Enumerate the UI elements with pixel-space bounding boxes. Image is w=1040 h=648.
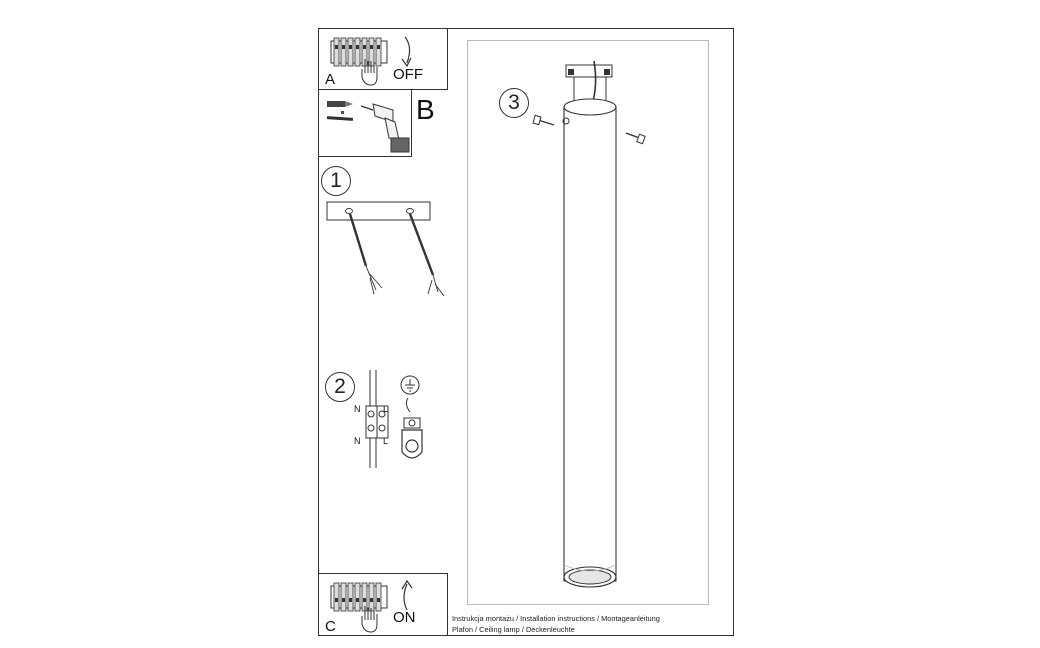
panel-a-action: OFF: [393, 66, 423, 83]
wire-label-neutral-bottom: N: [354, 436, 361, 446]
wire-label-neutral-top: N: [354, 404, 361, 414]
wall-plug-icon: [326, 101, 354, 121]
mounting-bracket: [326, 201, 445, 297]
hand-icon: [361, 59, 378, 86]
breaker-panel-icon: [330, 582, 388, 612]
drill-icon: [360, 103, 410, 153]
hand-icon: [361, 606, 378, 633]
panel-c-action: ON: [393, 609, 416, 626]
curved-arrow-up-icon: [401, 579, 413, 611]
ground-terminal-diagram: [400, 375, 423, 459]
wire-label-live-top: L: [383, 404, 389, 414]
terminal-block-diagram: [365, 370, 389, 468]
instruction-sheet: [318, 28, 734, 636]
panel-a-letter: A: [325, 71, 336, 88]
panel-c-power-on: C ON: [318, 573, 448, 636]
step-1-marker: 1: [321, 166, 351, 196]
step-2-marker: 2: [325, 372, 355, 402]
wire-label-live-bottom: L: [383, 436, 389, 446]
ground-symbol-icon: [405, 379, 415, 392]
footer-subtitle-line: Plafon / Ceiling lamp / Deckenleuchte: [452, 625, 575, 634]
footer-title-line: Instrukcja montażu / Installation instru…: [452, 614, 660, 623]
panel-c-letter: C: [325, 618, 336, 635]
panel-b-drilling: B: [318, 89, 435, 157]
curved-arrow-down-icon: [401, 36, 412, 68]
ceiling-lamp-drawing: [532, 60, 646, 588]
panel-b-letter: B: [416, 94, 435, 125]
panel-a-power-off: A OFF: [318, 28, 448, 90]
step-3-marker: 3: [499, 88, 529, 118]
